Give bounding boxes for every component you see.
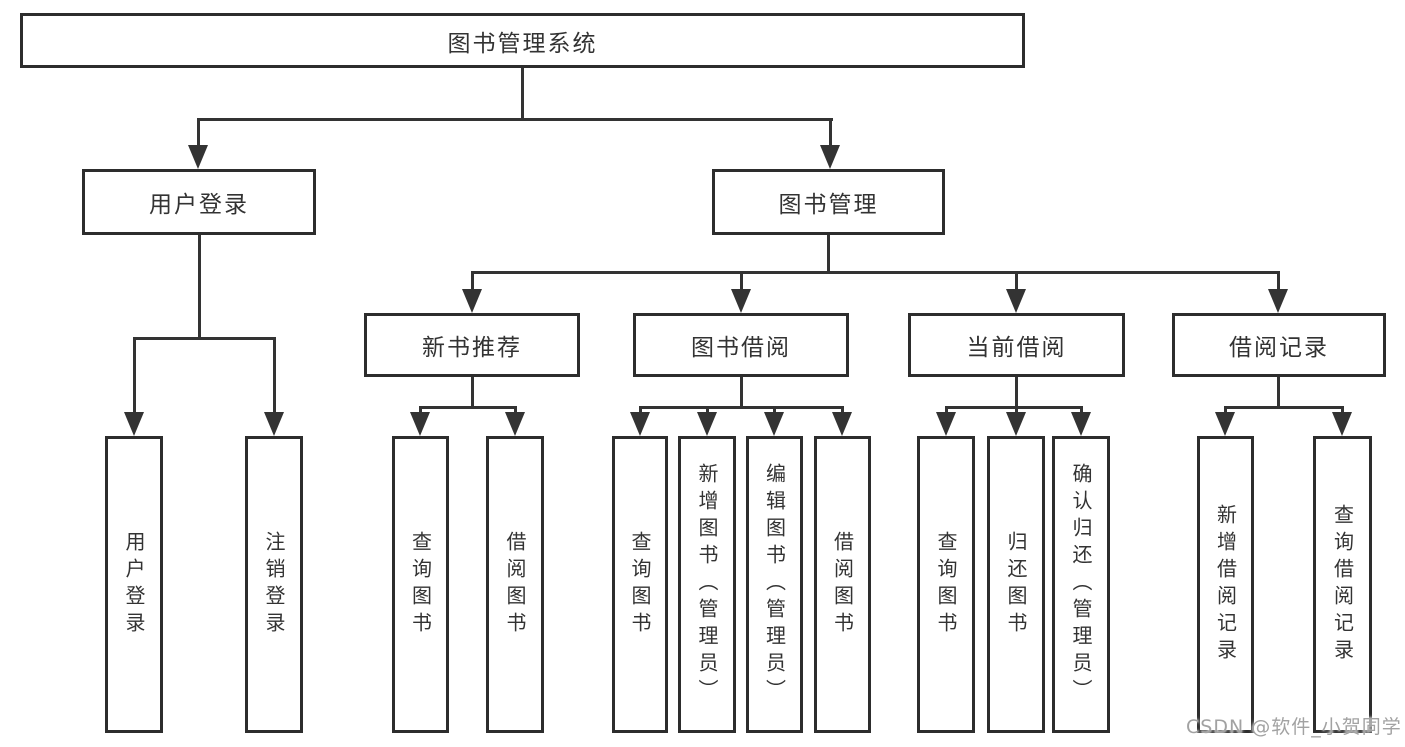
leaf-edit-books-admin: 编辑图书（管理员） xyxy=(746,436,803,733)
connector-line xyxy=(514,406,517,414)
arrow-down-icon xyxy=(264,412,284,436)
connector-line xyxy=(419,406,422,414)
arrow-down-icon xyxy=(188,145,208,169)
connector-line xyxy=(273,337,276,414)
connector-line xyxy=(197,118,200,147)
leaf-user-login: 用户登录 xyxy=(105,436,163,733)
leaf-return-books: 归还图书 xyxy=(987,436,1045,733)
connector-line xyxy=(945,406,948,414)
leaf-confirm-return-admin: 确认归还（管理员） xyxy=(1052,436,1110,733)
node-borrowing-records: 借阅记录 xyxy=(1172,313,1386,377)
connector-line xyxy=(197,118,833,121)
connector-line xyxy=(471,271,1280,274)
connector-line xyxy=(1277,377,1280,409)
leaf-query-books-current: 查询图书 xyxy=(917,436,975,733)
arrow-down-icon xyxy=(630,412,650,436)
connector-line xyxy=(419,406,517,409)
connector-line xyxy=(773,406,776,414)
arrow-down-icon xyxy=(462,289,482,313)
connector-line xyxy=(133,337,136,414)
node-book-borrowing: 图书借阅 xyxy=(633,313,849,377)
connector-line xyxy=(1224,406,1227,414)
connector-line xyxy=(1015,406,1018,414)
connector-line xyxy=(1015,271,1018,291)
connector-line xyxy=(1277,271,1280,291)
connector-line xyxy=(706,406,709,414)
arrow-down-icon xyxy=(697,412,717,436)
arrow-down-icon xyxy=(820,145,840,169)
arrow-down-icon xyxy=(410,412,430,436)
arrow-down-icon xyxy=(936,412,956,436)
csdn-watermark: CSDN @软件_小贺同学 xyxy=(1186,716,1402,738)
node-user-login: 用户登录 xyxy=(82,169,316,235)
connector-line xyxy=(1080,406,1083,414)
connector-line xyxy=(1341,406,1344,414)
leaf-logout: 注销登录 xyxy=(245,436,303,733)
connector-line xyxy=(1015,377,1018,409)
connector-line xyxy=(1224,406,1344,409)
arrow-down-icon xyxy=(1071,412,1091,436)
leaf-query-books-borrowing: 查询图书 xyxy=(612,436,668,733)
connector-line xyxy=(639,406,844,409)
leaf-query-books-recommendation: 查询图书 xyxy=(392,436,449,733)
arrow-down-icon xyxy=(1006,289,1026,313)
arrow-down-icon xyxy=(124,412,144,436)
leaf-add-books-admin: 新增图书（管理员） xyxy=(678,436,736,733)
leaf-add-borrow-record: 新增借阅记录 xyxy=(1197,436,1254,733)
leaf-borrow-books-recommendation: 借阅图书 xyxy=(486,436,544,733)
connector-line xyxy=(740,377,743,409)
connector-line xyxy=(639,406,642,414)
arrow-down-icon xyxy=(764,412,784,436)
arrow-down-icon xyxy=(505,412,525,436)
arrow-down-icon xyxy=(1268,289,1288,313)
connector-line xyxy=(521,68,524,121)
arrow-down-icon xyxy=(1006,412,1026,436)
node-new-book-recommendation: 新书推荐 xyxy=(364,313,580,377)
connector-line xyxy=(471,271,474,291)
connector-line xyxy=(827,235,830,274)
connector-line xyxy=(198,235,201,337)
connector-line xyxy=(945,406,1083,409)
node-root-library-management-system: 图书管理系统 xyxy=(20,13,1025,68)
node-book-management: 图书管理 xyxy=(712,169,945,235)
arrow-down-icon xyxy=(1215,412,1235,436)
connector-line xyxy=(133,337,276,340)
leaf-borrow-books: 借阅图书 xyxy=(814,436,871,733)
node-current-borrowing: 当前借阅 xyxy=(908,313,1125,377)
arrow-down-icon xyxy=(731,289,751,313)
leaf-query-borrow-record: 查询借阅记录 xyxy=(1313,436,1372,733)
connector-line xyxy=(740,271,743,291)
arrow-down-icon xyxy=(832,412,852,436)
connector-line xyxy=(829,118,832,147)
connector-line xyxy=(841,406,844,414)
arrow-down-icon xyxy=(1332,412,1352,436)
connector-line xyxy=(471,377,474,409)
